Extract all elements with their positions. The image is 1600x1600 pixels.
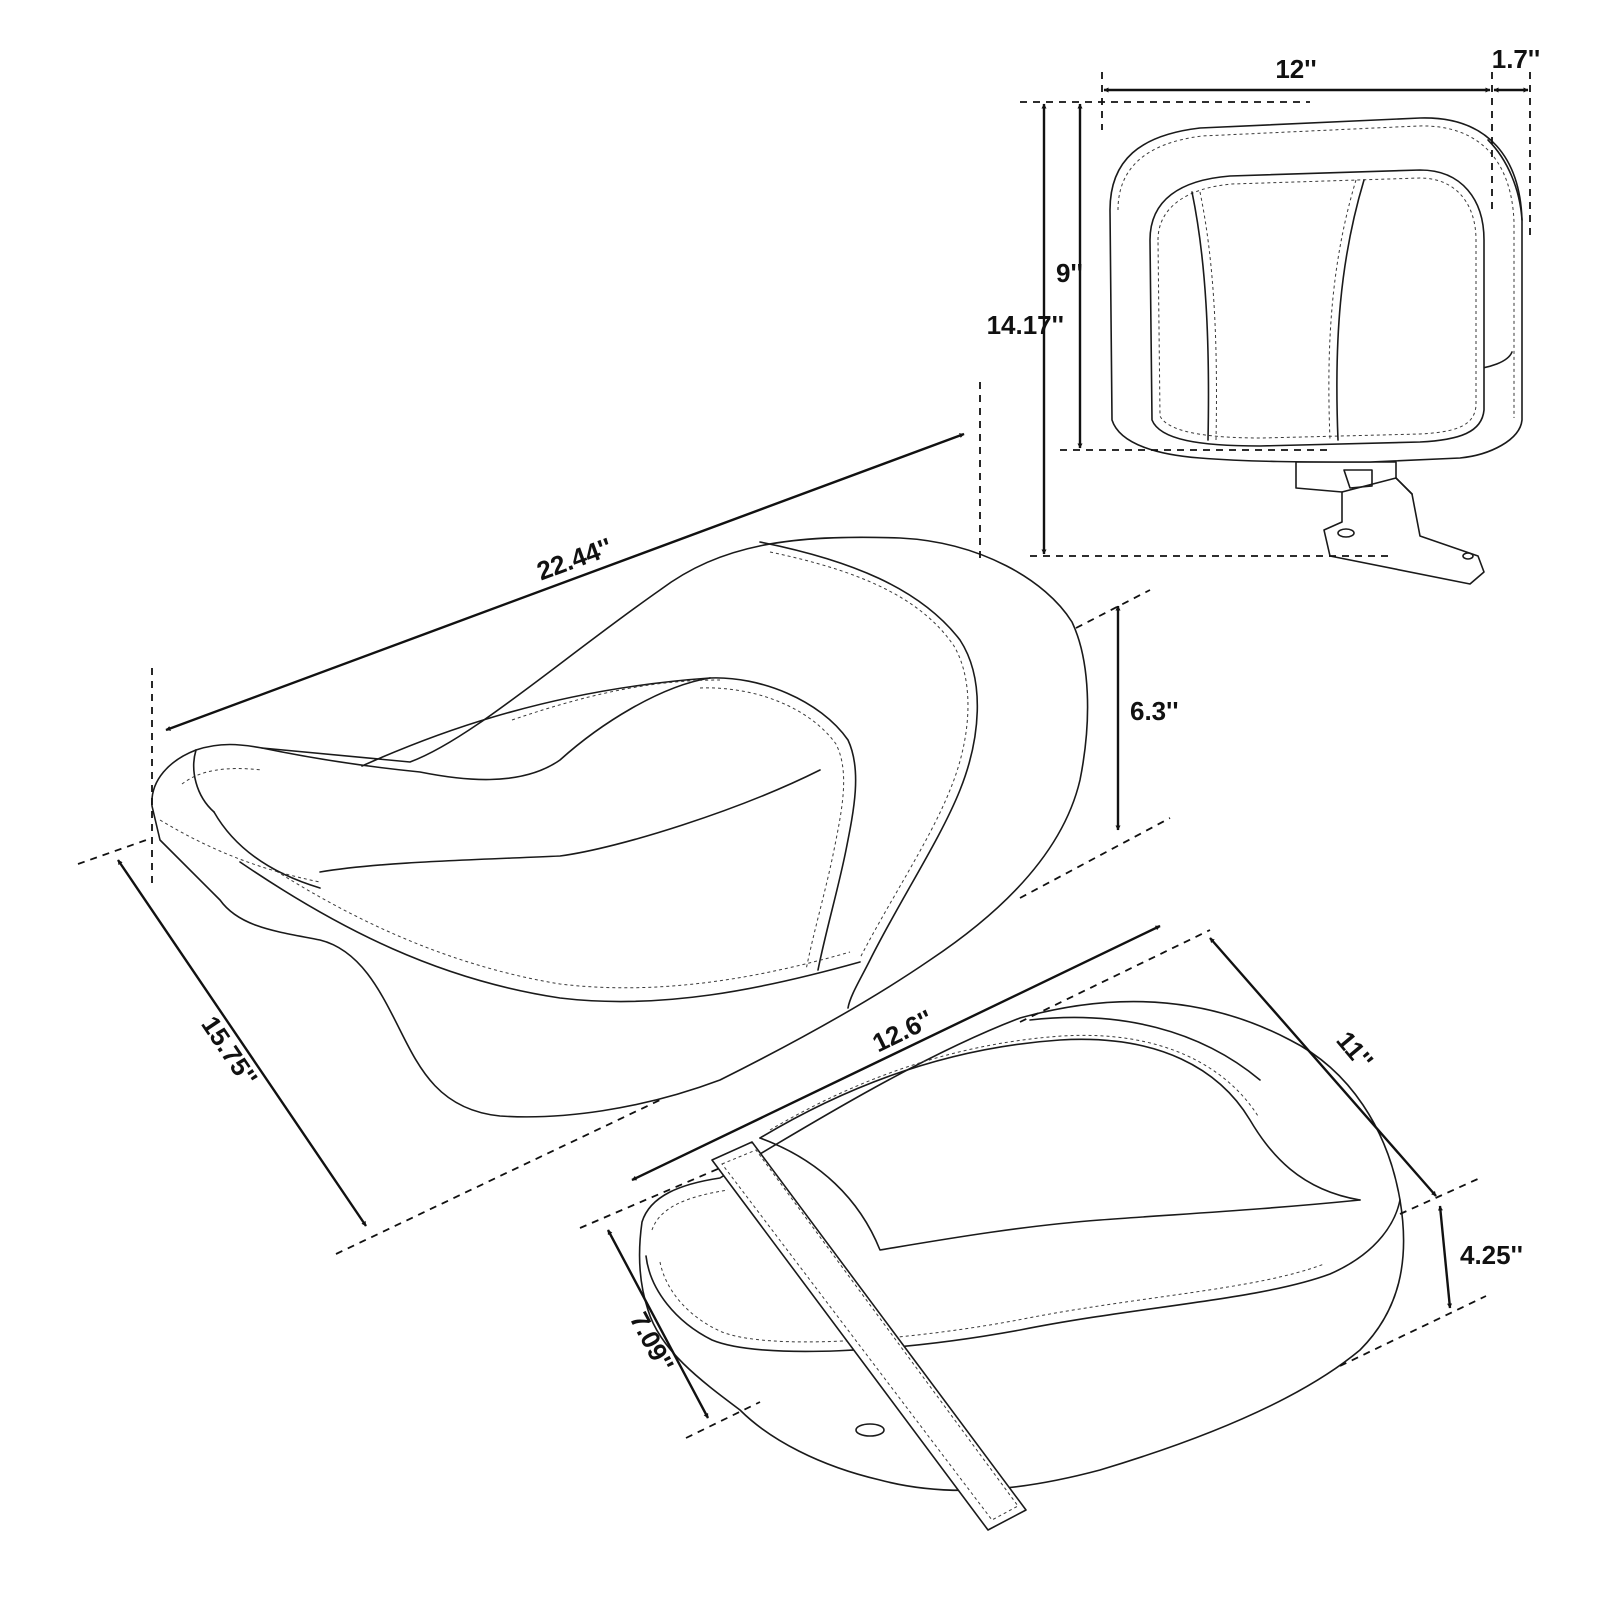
backrest-inner-panel <box>1149 169 1485 447</box>
label-passenger-height: 4.25'' <box>1460 1240 1523 1270</box>
rider-seat-drawing <box>151 536 1089 1118</box>
dim-seat-length <box>165 432 965 732</box>
dim-passenger-front-width <box>606 1229 710 1419</box>
dim-passenger-length <box>631 924 1161 1182</box>
backrest-drawing <box>1109 117 1523 585</box>
dimension-lines <box>77 72 1531 1439</box>
passenger-seat-drawing <box>638 1000 1405 1531</box>
dim-seat-width <box>117 859 367 1227</box>
dim-passenger-width <box>1209 937 1437 1197</box>
label-backrest-depth: 1.7'' <box>1492 44 1541 74</box>
label-seat-width: 15.75'' <box>195 1010 263 1091</box>
passenger-seat-body <box>638 1000 1405 1492</box>
label-backrest-width: 12'' <box>1275 54 1316 84</box>
label-passenger-width: 11'' <box>1331 1025 1380 1075</box>
dim-passenger-height <box>1437 1205 1453 1309</box>
label-backrest-pad-height: 9'' <box>1056 258 1083 288</box>
label-backrest-total-height: 14.17'' <box>987 310 1064 340</box>
label-seat-height: 6.3'' <box>1130 696 1179 726</box>
